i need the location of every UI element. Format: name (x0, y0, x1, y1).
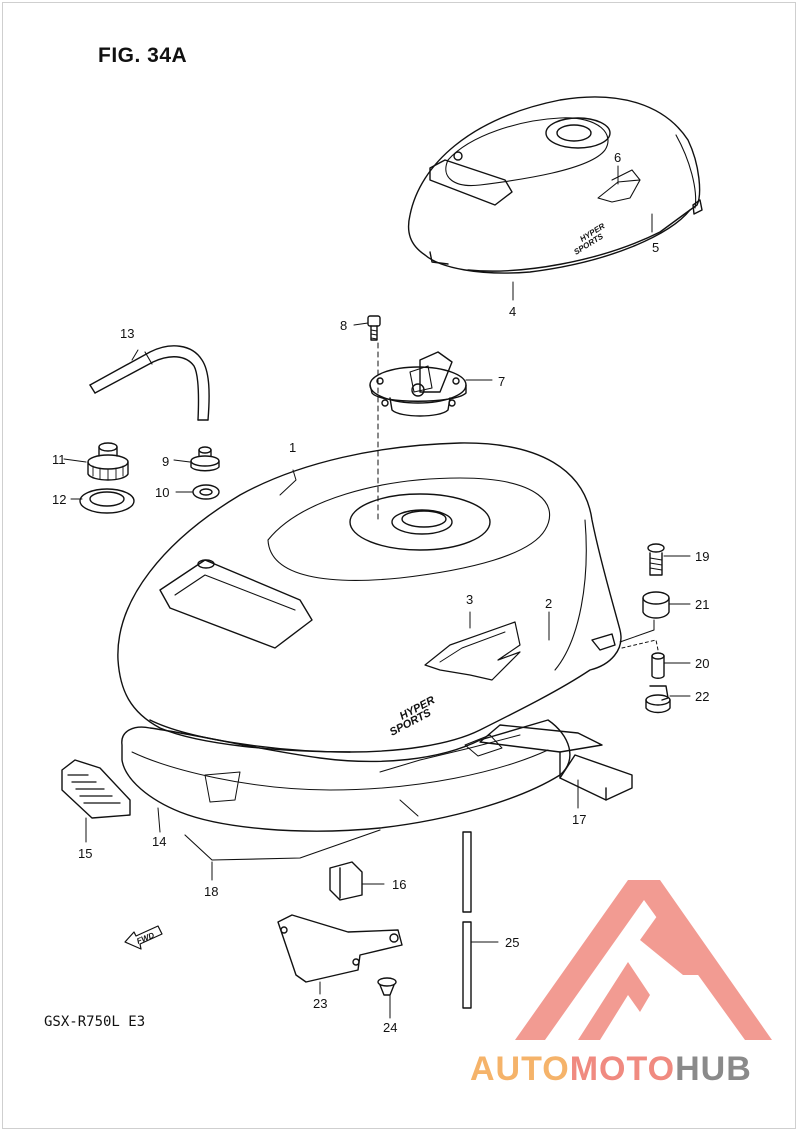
watermark-logo (515, 880, 772, 1040)
breather-hose (89, 345, 210, 421)
screw-8 (367, 315, 381, 341)
collar-20 (651, 652, 665, 679)
callout-9: 9 (162, 454, 169, 469)
callout-1: 1 (289, 440, 296, 455)
fwd-label: FWD (135, 931, 155, 946)
callout-11: 11 (52, 452, 66, 467)
heat-shield (121, 719, 571, 861)
callout-16: 16 (392, 877, 406, 892)
bracket-23 (277, 914, 403, 983)
gasket-12 (79, 488, 135, 514)
fuel-cap (369, 351, 467, 417)
callout-25: 25 (505, 935, 519, 950)
watermark-moto: MOTO (569, 1050, 676, 1088)
callout-5: 5 (652, 240, 659, 255)
callout-22: 22 (695, 689, 709, 704)
callout-24: 24 (383, 1020, 397, 1035)
callout-15: 15 (78, 846, 92, 861)
filler-plug (87, 442, 129, 481)
bolt-19 (647, 543, 665, 576)
tank-cover (407, 96, 703, 274)
callout-7: 7 (498, 374, 505, 389)
callout-4: 4 (509, 304, 516, 319)
watermark-auto: AUTO (470, 1050, 570, 1088)
callout-17: 17 (572, 812, 586, 827)
watermark-hub: HUB (675, 1050, 752, 1088)
cushion-15 (61, 759, 131, 819)
bracket-17 (479, 724, 633, 801)
model-code: GSX-R750L E3 (44, 1014, 146, 1030)
rod-25 (462, 831, 472, 1009)
leader-lines (63, 165, 691, 1019)
watermark-text: AUTOMOTOHUB (470, 1050, 752, 1089)
plug-9 (190, 446, 220, 472)
bolt-24 (377, 977, 397, 996)
callout-10: 10 (155, 485, 169, 500)
callout-13: 13 (120, 326, 134, 341)
figure-title: FIG. 34A (98, 44, 188, 67)
cushion-16 (329, 861, 363, 901)
callout-23: 23 (313, 996, 327, 1011)
callout-2: 2 (545, 596, 552, 611)
fwd-arrow (124, 925, 163, 950)
callout-21: 21 (695, 597, 709, 612)
callout-6: 6 (614, 150, 621, 165)
cushion-22 (645, 685, 671, 714)
callout-14: 14 (152, 834, 166, 849)
callout-19: 19 (695, 549, 709, 564)
callout-12: 12 (52, 492, 66, 507)
washer-10 (192, 484, 220, 500)
callout-numbers: 13 8 7 1 11 12 9 10 6 5 4 3 2 19 21 20 2… (52, 150, 709, 1035)
callout-8: 8 (340, 318, 347, 333)
callout-20: 20 (695, 656, 709, 671)
callout-3: 3 (466, 592, 473, 607)
cushion-21 (642, 591, 670, 619)
callout-18: 18 (204, 884, 218, 899)
